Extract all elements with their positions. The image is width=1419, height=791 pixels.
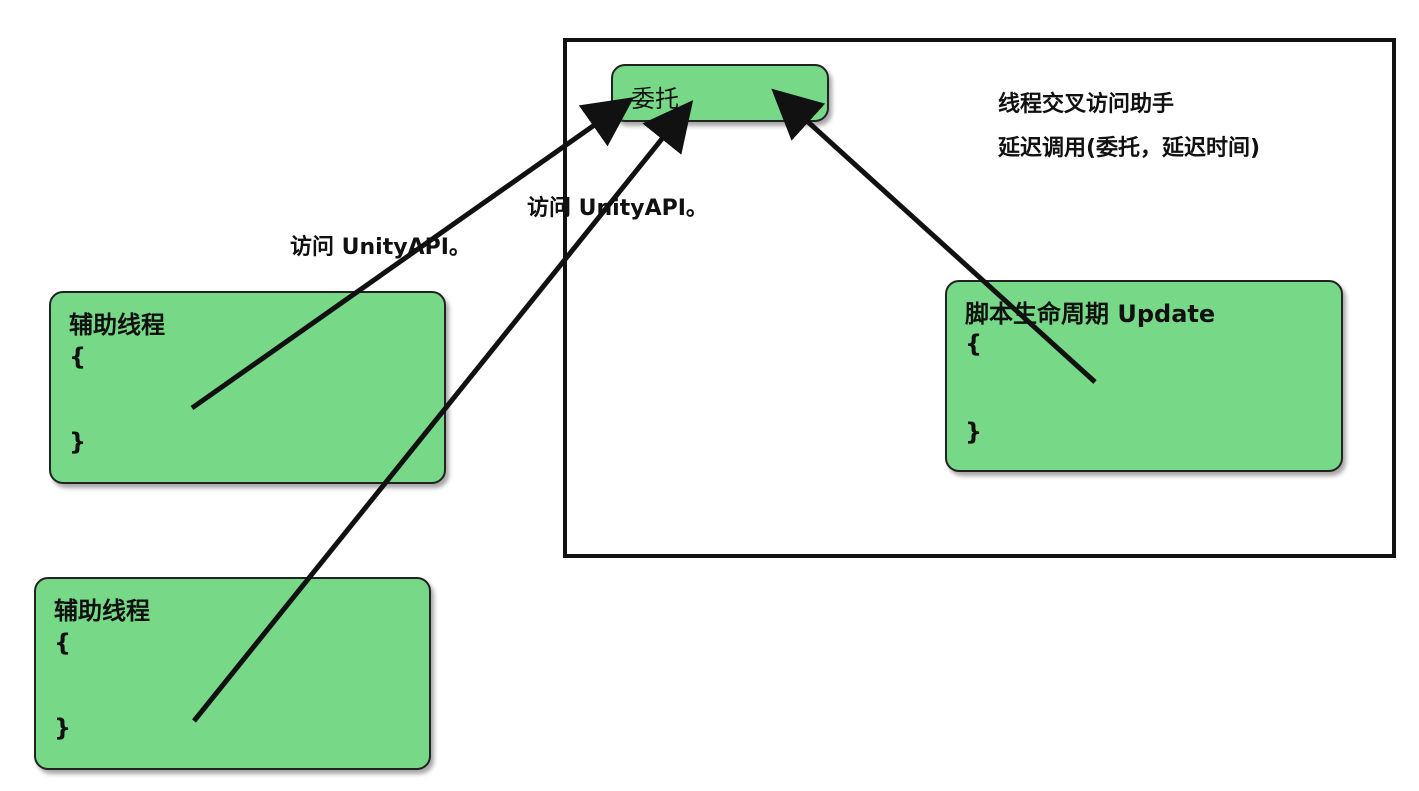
main-thread-frame [563, 38, 1396, 558]
helper-note: 线程交叉访问助手 [998, 92, 1175, 117]
worker-title-1: 辅助线程 [69, 311, 165, 339]
update-close-brace: } [965, 418, 983, 446]
delay-call-note: 延迟调用(委托，延迟时间) [998, 136, 1261, 161]
arrow-worker2-to-delegate [192, 100, 694, 723]
arrow-worker1-to-delegate [190, 97, 635, 411]
worker-open-brace-2: { [54, 629, 72, 657]
worker-thread-box-1: 辅助线程 { } [49, 291, 446, 484]
worker-open-brace-1: { [69, 343, 87, 371]
arrow-update-to-delegate [771, 88, 1097, 384]
access-label-2: 访问 UnityAPI。 [527, 196, 708, 221]
worker-close-brace-2: } [54, 714, 72, 742]
update-box: 脚本生命周期 Update { } [945, 280, 1343, 472]
access-label-1: 访问 UnityAPI。 [290, 235, 471, 260]
update-open-brace: { [965, 330, 983, 358]
worker-title-2: 辅助线程 [54, 597, 150, 625]
worker-close-brace-1: } [69, 428, 87, 456]
